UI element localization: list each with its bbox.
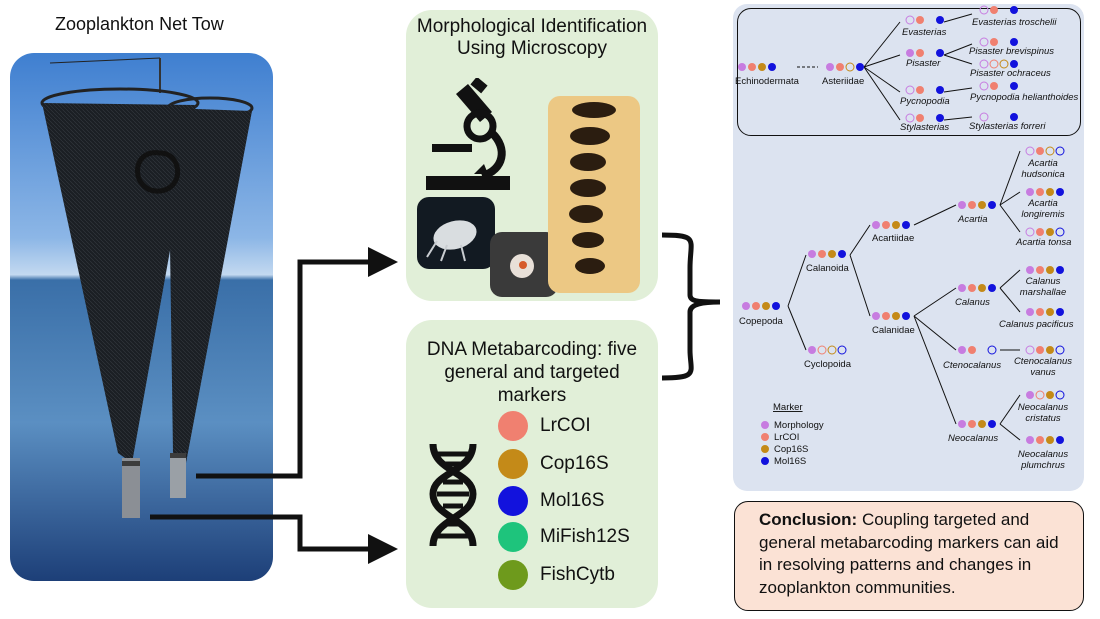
node-stylasterias: Stylasterias xyxy=(900,122,949,133)
node-calanus: Calanus xyxy=(955,297,990,308)
marker-color-dot xyxy=(498,522,528,552)
node-echinodermata: Echinodermata xyxy=(735,76,800,87)
node-calanus-pacificus: Calanus pacificus xyxy=(999,319,1074,330)
marker-color-dot xyxy=(498,486,528,516)
conclusion-label: Conclusion: xyxy=(759,510,858,529)
node-pisaster-brevispinus: Pisaster brevispinus xyxy=(969,46,1054,57)
tree-marker-dots xyxy=(738,5,1065,444)
node-acartiidae: Acartiidae xyxy=(872,233,914,244)
legend-label-cop16s: Cop16S xyxy=(774,444,808,455)
legend-label-morphology: Morphology xyxy=(774,420,824,431)
marker-color-dot xyxy=(498,560,528,590)
node-copepoda: Copepoda xyxy=(739,316,784,327)
node-pycnopodia: Pycnopodia xyxy=(900,96,950,107)
node-pisaster-ochraceus: Pisaster ochraceus xyxy=(970,68,1051,79)
taxonomy-tree-panel xyxy=(733,4,1084,491)
node-calanoida: Calanoida xyxy=(806,263,849,274)
node-neocalanus: Neocalanus xyxy=(948,433,998,444)
metabarcoding-title: DNA Metabarcoding: five general and targ… xyxy=(426,339,638,406)
marker-color-dot xyxy=(498,411,528,441)
morphology-title: Morphological Identification Using Micro… xyxy=(416,16,648,59)
marker-row-cop16s: Cop16S xyxy=(498,449,609,479)
echinodermata-subpanel xyxy=(737,8,1081,136)
marker-row-mol16s: Mol16S xyxy=(498,486,604,516)
node-stylasterias-forreri: Stylasterias forreri xyxy=(969,121,1046,132)
conclusion-box: Conclusion: Coupling targeted and genera… xyxy=(734,501,1084,611)
net-tow-photo xyxy=(10,53,273,581)
marker-row-fishcytb: FishCytb xyxy=(498,560,615,590)
copepod-specimens-image xyxy=(548,96,640,293)
legend-label-mol16s: Mol16S xyxy=(774,456,806,467)
node-calanidae: Calanidae xyxy=(872,325,915,336)
conclusion-text: Coupling targeted and general metabarcod… xyxy=(759,510,1059,597)
marker-label: LrCOI xyxy=(540,415,591,436)
node-cyclopoida: Cyclopoida xyxy=(804,359,852,370)
microscope-icon xyxy=(426,78,510,190)
larva-image xyxy=(490,232,558,297)
marker-color-dot xyxy=(498,449,528,479)
marker-row-lrcoi: LrCOI xyxy=(498,411,591,441)
amphipod-image xyxy=(417,197,495,269)
dna-helix-icon xyxy=(429,443,477,547)
marker-label: MiFish12S xyxy=(540,526,630,547)
marker-label: Cop16S xyxy=(540,453,609,474)
legend-label-lrcoi: LrCOI xyxy=(774,432,799,443)
node-evasterias-troschelii: Evasterias troschelii xyxy=(972,17,1057,28)
marker-legend: Marker Morphology LrCOI Cop16S Mol16S xyxy=(761,402,824,467)
marker-label: FishCytb xyxy=(540,564,615,585)
node-pycnopodia-helianthoides: Pycnopodia helianthoides xyxy=(970,92,1079,103)
legend-title: Marker xyxy=(773,402,803,413)
node-evasterias: Evasterias xyxy=(902,27,947,38)
marker-label: Mol16S xyxy=(540,490,605,511)
node-ctenocalanus: Ctenocalanus xyxy=(943,360,1001,371)
node-pisaster: Pisaster xyxy=(906,58,941,69)
node-acartia-tonsa: Acartia tonsa xyxy=(1015,237,1071,248)
node-asteriidae: Asteriidae xyxy=(822,76,864,87)
node-acartia: Acartia xyxy=(957,214,988,225)
marker-row-mifish12s: MiFish12S xyxy=(498,522,630,552)
net-tow-title: Zooplankton Net Tow xyxy=(55,14,224,34)
